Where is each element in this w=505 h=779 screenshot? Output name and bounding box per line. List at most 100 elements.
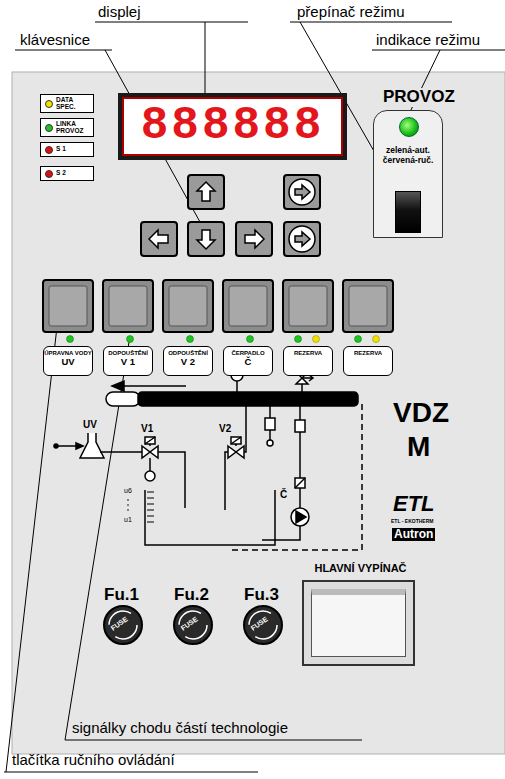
switch-heading: HLAVNÍ VYPÍNAČ (292, 562, 429, 574)
leader-line (205, 22, 206, 93)
key-arrow (197, 230, 215, 249)
fuse-label: Fu.3 (244, 586, 279, 605)
button-caption: REZERVA (284, 350, 332, 357)
float-rod (149, 458, 151, 471)
unit-boundary (232, 402, 362, 550)
small-vessel (106, 392, 140, 406)
push-button (283, 280, 333, 332)
button-caption: V 2 (164, 357, 212, 368)
valve-v2 (228, 446, 244, 458)
key-button (284, 175, 320, 209)
level-electrode (147, 492, 154, 493)
mode-switch-box: zelená-aut.červená-ruč. (373, 110, 443, 238)
callout-text: tlačítka ručního ovládání (12, 752, 175, 769)
push-button-face (289, 286, 327, 326)
run-led (247, 336, 254, 343)
status-led (45, 124, 53, 132)
fuse-holder (104, 606, 142, 644)
fuse-ring (109, 611, 137, 639)
status-led (45, 146, 53, 154)
part-label: u1 (124, 516, 132, 524)
button-caption: ÚPRAVNA VODY (44, 350, 92, 357)
fuse-label: Fu.1 (104, 586, 139, 605)
level-electrode (147, 516, 154, 517)
status-led (45, 170, 53, 178)
brand-label: M (407, 432, 430, 463)
button-caption: ČERPADLO (224, 350, 272, 357)
push-button-face (349, 286, 387, 326)
button-label: REZERVA (283, 346, 333, 376)
push-button-face (109, 286, 147, 326)
push-button (223, 280, 273, 332)
level-electrode (147, 510, 154, 511)
part-label: V1 (141, 423, 153, 434)
fill-pipe (100, 452, 185, 508)
leader-line (4, 772, 258, 773)
callout-text: indikace režimu (376, 32, 480, 49)
pressure-switch (265, 418, 275, 430)
fuse-label: Fu.2 (174, 586, 209, 605)
fuses (104, 606, 282, 644)
push-button-face (169, 286, 207, 326)
part-label: PROVOZ (381, 88, 457, 107)
key-button (188, 222, 224, 256)
outlet-arrow (112, 381, 124, 391)
level-electrode (147, 522, 154, 523)
brand-label: Autron (392, 528, 435, 541)
mode-led (399, 117, 419, 137)
run-led (355, 336, 362, 343)
fuse-holder (244, 606, 282, 644)
pump (291, 508, 309, 526)
run-led (295, 336, 302, 343)
button-caption: ODPOUŠTĚNÍ (164, 350, 212, 357)
status-led-box: DATA SPEC. (40, 94, 94, 113)
button-label: ČERPADLOČ (223, 346, 273, 376)
key-button (284, 222, 320, 256)
push-button-face (49, 286, 87, 326)
button-caption: V 1 (104, 357, 152, 368)
motor-mark (295, 478, 305, 488)
key-arrow (295, 185, 310, 199)
leader-line (6, 318, 58, 772)
status-led-box: LINKA PROVOZ (40, 118, 94, 137)
inlet-pipe (58, 445, 78, 447)
brand-label: ETL - EKOTHERM (391, 519, 433, 525)
status-led-box: S 1 (40, 142, 94, 157)
button-label: ÚPRAVNA VODYUV (43, 346, 93, 376)
inlet-arrow (76, 443, 83, 449)
button-caption: UV (44, 357, 92, 368)
part-label: UV (83, 419, 97, 430)
valve-stem (301, 384, 303, 392)
key-arrow (149, 230, 168, 248)
valve-v1 (142, 446, 158, 458)
level-electrode (147, 504, 154, 505)
led-caption: S 1 (56, 146, 66, 153)
part-label: u6 (124, 487, 132, 495)
main-switch: HLAVNÍ VYPÍNAČ (302, 580, 415, 666)
leader-line (95, 22, 248, 23)
float-switch (145, 471, 155, 481)
key-arrow (245, 230, 264, 248)
leader-line (15, 50, 112, 51)
switch-face (311, 589, 406, 657)
outlet-pipe (122, 385, 186, 387)
leader-line (290, 22, 452, 23)
brand-label: ETL (393, 492, 435, 516)
manual-buttons (43, 280, 393, 343)
fuse-holder (174, 606, 212, 644)
motor-box (295, 478, 305, 488)
button-label: ODPOUŠTĚNÍV 2 (163, 346, 213, 376)
button-label: REZERVA (343, 346, 393, 376)
callout-text: klávesnice (20, 32, 90, 49)
callout-text: přepínač režimu (297, 4, 405, 21)
run-led (373, 336, 380, 343)
key-ring (289, 226, 315, 252)
rocker-switch (395, 191, 421, 233)
leader-line (372, 50, 505, 51)
open-tank (145, 490, 275, 545)
part-label: V2 (219, 423, 231, 434)
run-led (67, 336, 74, 343)
status-led (45, 100, 53, 108)
mode-caption: zelená-aut. (374, 145, 442, 155)
button-label: DOPOUŠTĚNÍV 1 (103, 346, 153, 376)
